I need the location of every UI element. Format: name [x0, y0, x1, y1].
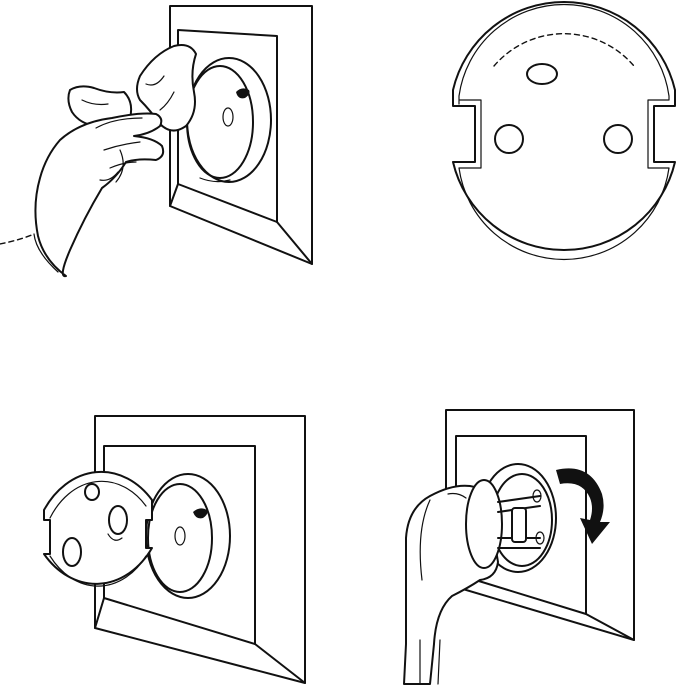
hand	[34, 112, 165, 278]
socket-cover	[452, 1, 676, 261]
panel-attach	[43, 415, 306, 684]
panel-clean	[0, 5, 313, 278]
wall-plate	[169, 5, 313, 265]
socket	[186, 57, 272, 183]
panel-rotate-plug	[403, 409, 635, 685]
pin-hole-right	[603, 124, 633, 154]
pin-hole-left	[494, 124, 524, 154]
cloth	[67, 44, 197, 132]
arm-outline	[0, 233, 59, 273]
earth-hole	[84, 483, 100, 501]
pin-hole-left	[62, 537, 82, 567]
socket-cover	[43, 470, 153, 587]
pin-hole-right	[108, 505, 128, 535]
panel-cover	[452, 1, 676, 261]
earth-hole	[526, 63, 558, 85]
plug	[403, 479, 541, 685]
socket	[145, 473, 231, 599]
rotate-arrow-icon	[556, 468, 610, 544]
